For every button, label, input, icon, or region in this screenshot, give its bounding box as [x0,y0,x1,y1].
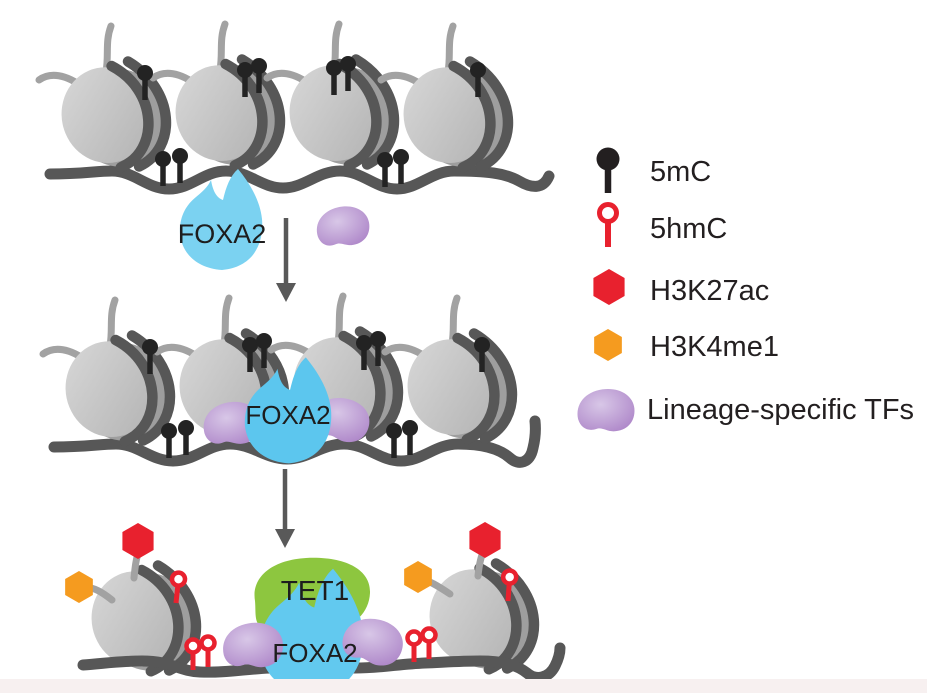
5mc-icon [393,149,409,184]
legend-label-lineage-tfs: Lineage-specific TFs [647,394,914,426]
nucleosome [43,300,179,454]
legend-label-h3k4me1: H3K4me1 [650,331,779,363]
legend-label-5mc: 5mC [650,156,711,188]
5mc-lollipop-icon [596,147,620,193]
legend: 5mC 5hmC H3K27ac H3K4me1 Lineage-specifi… [575,147,914,435]
row-foxa2-bound: FOXA2 [43,296,541,468]
lineage-tf-blob-icon [575,386,637,435]
legend-label-h3k27ac: H3K27ac [650,275,769,307]
nucleosome [39,26,175,180]
5hmc-lollipop-icon [597,202,619,247]
arrow-down-icon [276,218,296,302]
5mc-icon [402,420,418,455]
foxa2-label: FOXA2 [178,219,267,249]
5hmc-icon [423,629,436,660]
dna-strand [44,165,555,195]
arrow-down-icon [275,469,295,548]
legend-item-lineage-tfs: Lineage-specific TFs [575,386,914,435]
legend-item-h3k27ac: H3K27ac [593,269,769,307]
foxa2-label: FOXA2 [245,400,330,430]
dna-strand [48,415,541,468]
h3k27ac-icon [122,523,154,559]
h3k4me1-icon [404,561,432,593]
legend-item-5hmc: 5hmC [597,202,727,247]
5mc-icon [386,423,402,458]
bottom-edge-strip [0,679,927,693]
5mc-icon [178,420,194,455]
dna-strand [77,642,566,683]
5mc-icon [172,148,188,183]
h3k4me1-icon [65,571,93,603]
pioneer-factor-group: FOXA2 [178,169,373,302]
5mc-icon [155,151,171,186]
5hmc-icon [408,632,421,663]
h3k27ac-hexagon-icon [593,269,625,305]
5mc-icon [161,423,177,458]
legend-label-5hmc: 5hmC [650,213,727,245]
5hmc-icon [202,637,215,668]
row-active-enhancer: TET1 FOXA2 [65,522,566,693]
h3k4me1-hexagon-icon [594,329,622,361]
legend-item-h3k4me1: H3K4me1 [594,329,779,363]
lineage-tf-protein [313,202,373,251]
h3k27ac-icon [469,522,501,558]
tet1-label: TET1 [281,575,349,606]
row-closed-chromatin [39,24,555,195]
foxa2-label: FOXA2 [272,638,357,668]
legend-item-5mc: 5mC [596,147,711,193]
